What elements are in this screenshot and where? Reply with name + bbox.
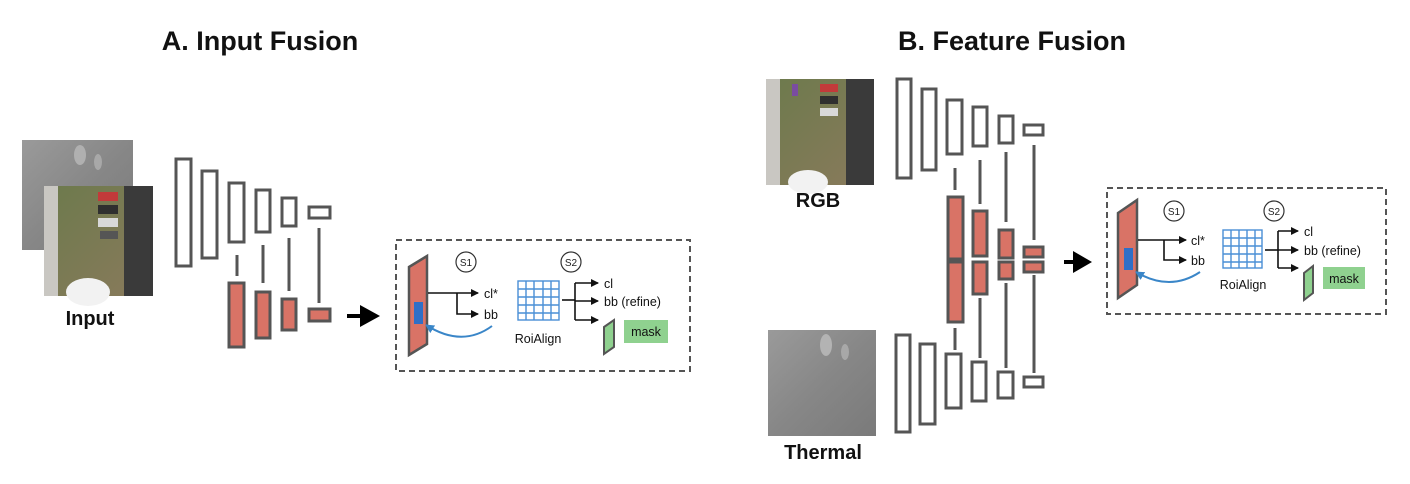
out-mask-b: mask	[1329, 272, 1360, 286]
input-images	[22, 140, 153, 306]
proposal-box-b	[1124, 248, 1133, 270]
out-cl-a: cl	[604, 277, 613, 291]
backbone-thermal-block-4	[970, 360, 988, 403]
backbone-thermal-block-6	[1022, 375, 1045, 389]
backbone-a	[174, 157, 332, 349]
stage2-tag-a: S2	[565, 258, 578, 269]
stage1-tag-b: S1	[1168, 207, 1181, 218]
backbone-thermal-block-5	[996, 370, 1015, 400]
panel-a-title: A. Input Fusion	[162, 26, 358, 56]
backbone-a-block-5	[280, 196, 298, 228]
input-rgb-image	[44, 186, 153, 306]
out-cls-star-a: cl*	[484, 287, 498, 301]
backbone-a-block-4	[254, 188, 272, 234]
fused-fpn-rgb-level-1	[946, 195, 965, 261]
backbone-rgb	[895, 77, 1045, 180]
out-bb-a: bb	[484, 308, 498, 322]
fused-fpn-rgb-level-3	[997, 228, 1015, 260]
detection-head-b: S1 cl* bb S2 RoiAlign cl bb (refine) mas…	[1106, 187, 1387, 315]
backbone-thermal	[894, 333, 1045, 434]
backbone-a-block-3	[227, 181, 246, 244]
fused-fpn-thermal-level-3	[997, 260, 1015, 281]
rgb-image	[766, 79, 874, 194]
mask-badge-a	[624, 320, 668, 343]
out-mask-a: mask	[631, 325, 662, 339]
fpn-a-level-4	[307, 307, 332, 323]
rgb-label: RGB	[796, 190, 840, 212]
roi-align-grid-a	[517, 280, 560, 321]
out-bb-refine-a: bb (refine)	[604, 295, 661, 309]
backbone-thermal-block-1	[894, 333, 912, 434]
out-bb-b: bb	[1191, 254, 1205, 268]
fused-fpn-thermal-level-4	[1022, 260, 1045, 274]
panel-b-title: B. Feature Fusion	[898, 26, 1126, 56]
fpn-a-level-1	[227, 281, 246, 349]
fpn-a-level-3	[280, 297, 298, 332]
fused-fpn-thermal-level-2	[971, 260, 989, 296]
backbone-rgb-block-5	[997, 114, 1015, 145]
backbone-a-block-1	[174, 157, 193, 268]
backbone-thermal-block-3	[944, 352, 963, 410]
mask-badge-b	[1323, 267, 1365, 289]
backbone-thermal-block-2	[918, 342, 937, 426]
fused-fpn-rgb-level-4	[1022, 245, 1045, 259]
fused-fpn	[946, 195, 1045, 324]
fused-fpn-rgb-level-2	[971, 209, 989, 258]
thermal-image	[768, 330, 876, 436]
backbone-rgb-block-4	[971, 105, 989, 148]
backbone-a-block-6	[307, 205, 332, 220]
fpn-a-level-2	[254, 290, 272, 340]
fused-fpn-thermal-level-1	[946, 260, 965, 324]
out-bb-refine-b: bb (refine)	[1304, 244, 1361, 258]
roi-label-a: RoiAlign	[515, 332, 562, 346]
roi-label-b: RoiAlign	[1220, 278, 1267, 292]
arrow-right-icon	[360, 305, 380, 327]
input-label: Input	[66, 308, 115, 330]
stage2-tag-b: S2	[1268, 207, 1281, 218]
out-cl-b: cl	[1304, 225, 1313, 239]
backbone-rgb-block-3	[945, 98, 964, 156]
backbone-rgb-block-2	[920, 87, 938, 172]
backbone-rgb-block-6	[1022, 123, 1045, 137]
stage1-tag-a: S1	[460, 258, 473, 269]
thermal-label: Thermal	[784, 442, 862, 464]
mask-feature-b	[1303, 263, 1314, 303]
backbone-a-block-2	[200, 169, 219, 260]
out-cls-star-b: cl*	[1191, 234, 1205, 248]
mask-feature-a	[603, 318, 615, 356]
roi-align-grid-b	[1222, 229, 1263, 269]
arrow-right-icon	[1073, 251, 1092, 273]
proposal-box-a	[414, 302, 423, 324]
backbone-rgb-block-1	[895, 77, 913, 180]
detection-head-a: S1 cl* bb S2 RoiAlign cl bb (refine) mas…	[395, 239, 691, 372]
